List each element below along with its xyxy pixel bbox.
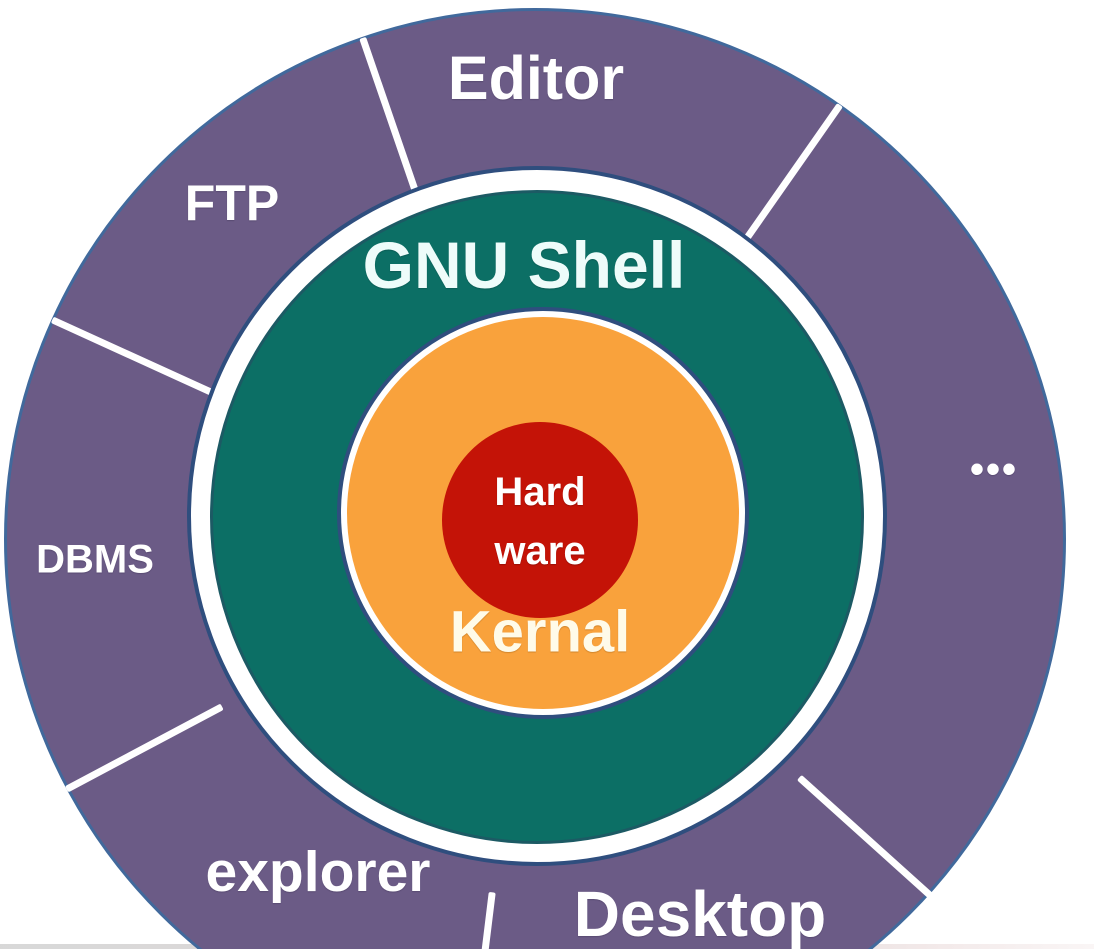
segment-label-desktop: Desktop — [573, 878, 827, 949]
kernel-label: Kernal — [449, 599, 631, 665]
hardware-label-line1: Hard — [494, 470, 586, 514]
segment-label-editor: Editor — [447, 44, 625, 112]
segment-label-more: ••• — [969, 447, 1019, 492]
hardware-label-line2: ware — [494, 529, 586, 573]
segment-label-dbms: DBMS — [36, 537, 154, 582]
hardware-label: Hard ware — [494, 463, 585, 581]
segment-label-ftp: FTP — [184, 175, 280, 231]
segment-label-explorer: explorer — [205, 840, 431, 904]
shell-label: GNU Shell — [362, 228, 686, 302]
hardware-core — [442, 422, 638, 618]
